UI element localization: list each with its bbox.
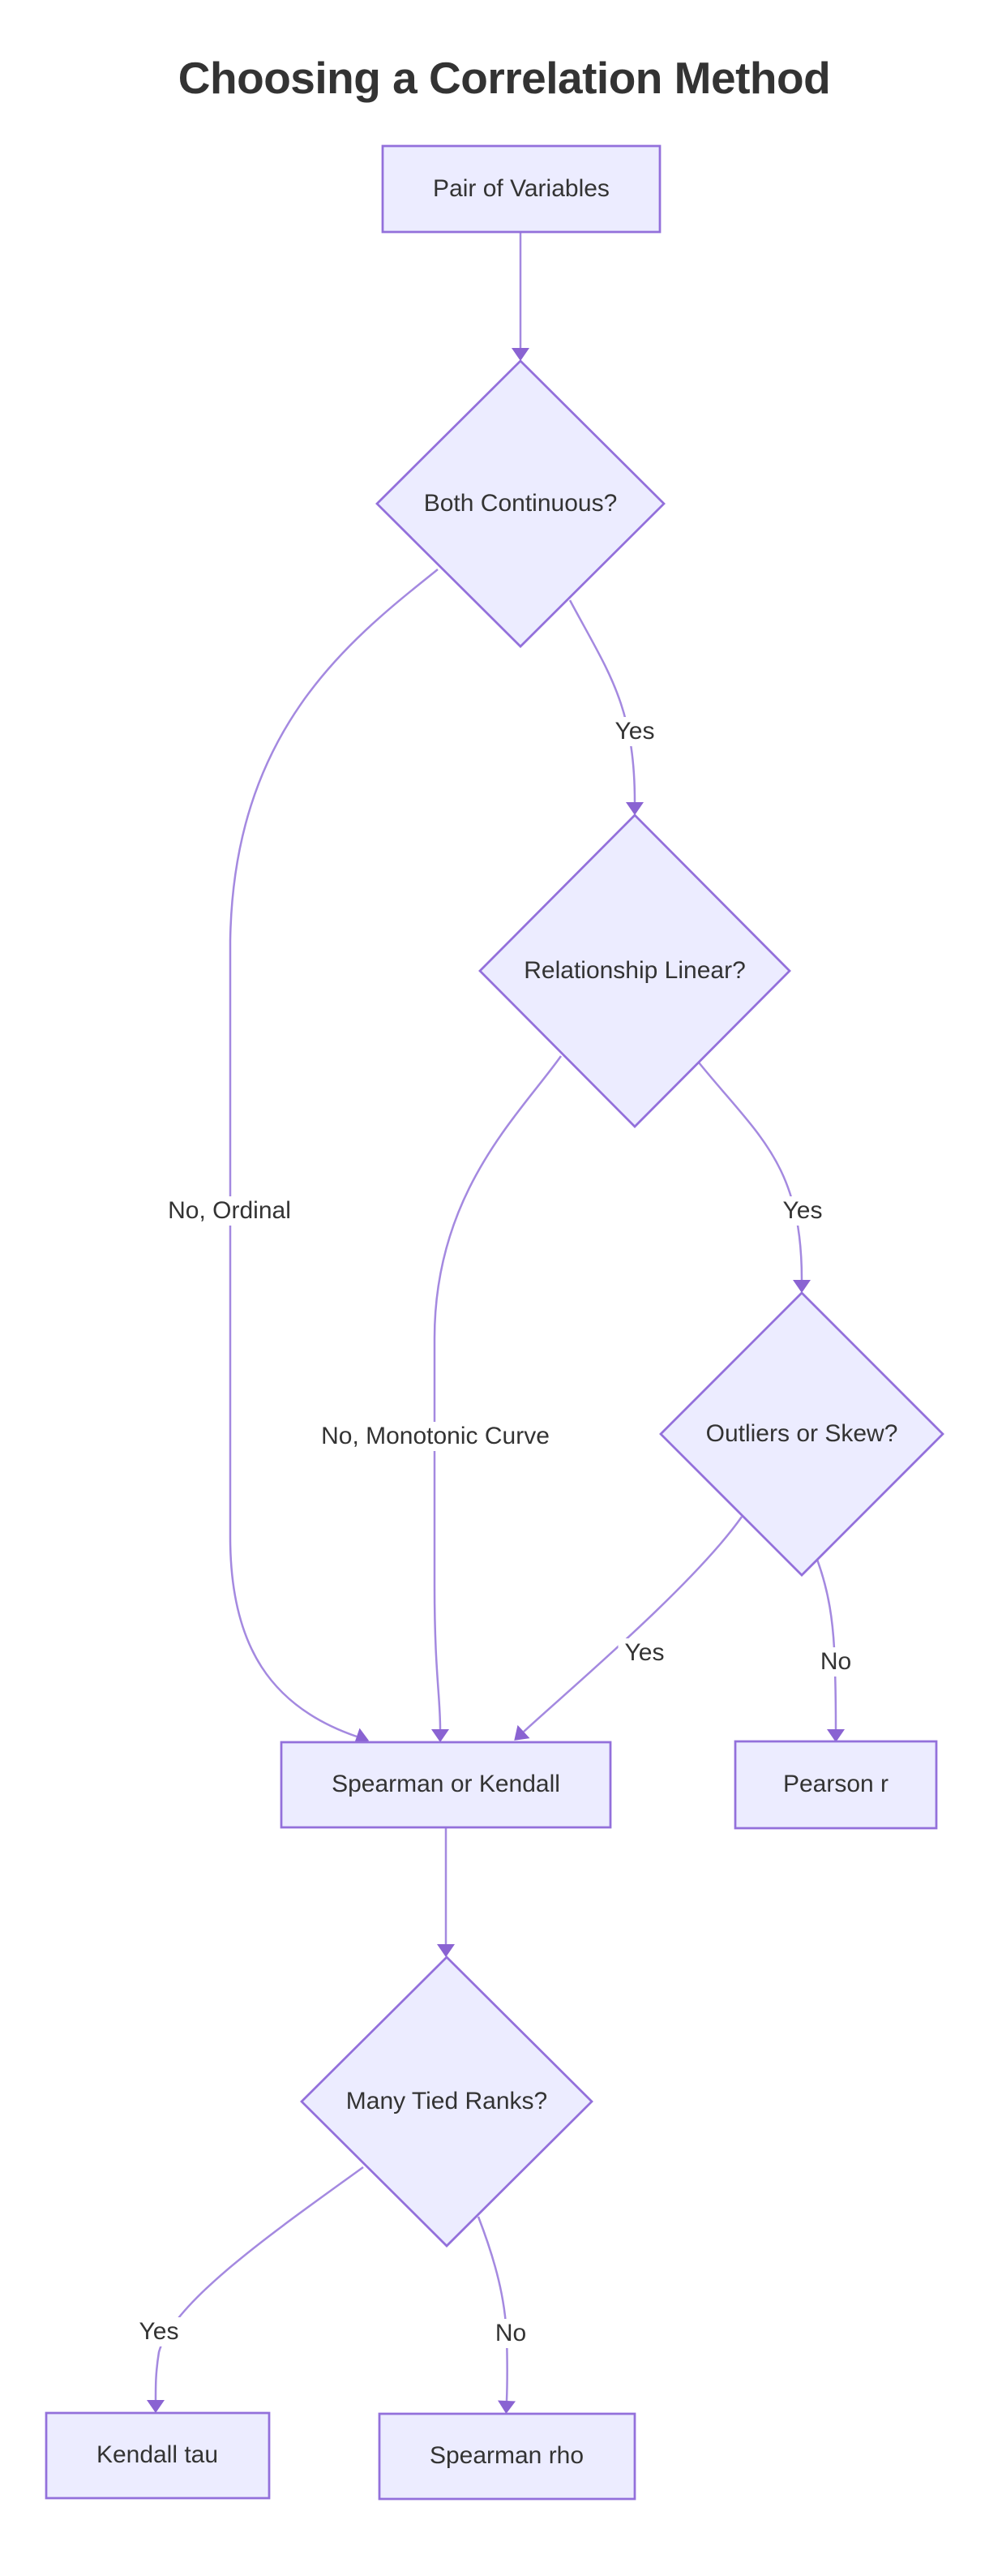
spearman-rho-box xyxy=(378,2412,636,2501)
edge-bothcontinuous-to-relationshiplinear xyxy=(568,599,644,815)
edge-bothcontinuous-to-spearmankendall xyxy=(229,569,439,1745)
edge-outliersskew-to-pearson xyxy=(813,1552,845,1742)
kendall-tau-box xyxy=(45,2411,271,2500)
node-label-pearson: Pearson r xyxy=(782,1771,889,1797)
edge-label-no-outliers-to-pearson: No xyxy=(813,1647,859,1677)
node-label-outliers-skew: Outliers or Skew? xyxy=(705,1420,898,1447)
edge-manytied-to-kendalltau xyxy=(147,2166,364,2413)
outliers-skew-diamond xyxy=(659,1291,944,1577)
node-label-many-tied-ranks: Many Tied Ranks? xyxy=(345,2088,548,2114)
edge-label-no-ordinal: No, Ordinal xyxy=(161,1196,298,1226)
node-label-kendall-tau: Kendall tau xyxy=(96,2441,219,2468)
node-label-spearman-kendall: Spearman or Kendall xyxy=(332,1771,560,1797)
node-shapes xyxy=(45,144,944,2501)
relationship-linear-diamond xyxy=(478,814,791,1128)
edge-outliersskew-to-spearmankendall xyxy=(514,1516,743,1741)
pair-of-variables-box xyxy=(381,144,662,234)
edge-label-no-manytied-to-spearmanrho: No xyxy=(488,2319,533,2348)
diagram-title: Choosing a Correlation Method xyxy=(178,53,831,103)
edge-relationshiplinear-to-outliersskew xyxy=(698,1062,811,1293)
pearson-box xyxy=(734,1740,938,1830)
node-label-both-continuous: Both Continuous? xyxy=(423,490,618,517)
edge-label-yes-manytied-to-kendall: Yes xyxy=(132,2317,186,2346)
edge-label-yes-outliers-to-spearman: Yes xyxy=(618,1638,671,1668)
node-label-relationship-linear: Relationship Linear? xyxy=(524,957,746,984)
edge-paths xyxy=(147,232,845,2414)
both-continuous-diamond xyxy=(375,359,666,648)
node-label-pair-of-variables: Pair of Variables xyxy=(433,175,610,202)
edge-manytied-to-spearmanrho xyxy=(477,2216,516,2414)
many-tied-ranks-diamond xyxy=(300,1956,593,2248)
edge-label-no-monotonic-curve: No, Monotonic Curve xyxy=(315,1422,556,1451)
edge-label-yes-linear-to-outliers: Yes xyxy=(776,1196,829,1226)
node-label-spearman-rho: Spearman rho xyxy=(429,2442,584,2469)
spearman-kendall-box xyxy=(280,1741,612,1829)
edge-label-yes-both-to-linear: Yes xyxy=(608,717,662,746)
edge-relationshiplinear-to-spearmankendall xyxy=(431,1055,563,1742)
